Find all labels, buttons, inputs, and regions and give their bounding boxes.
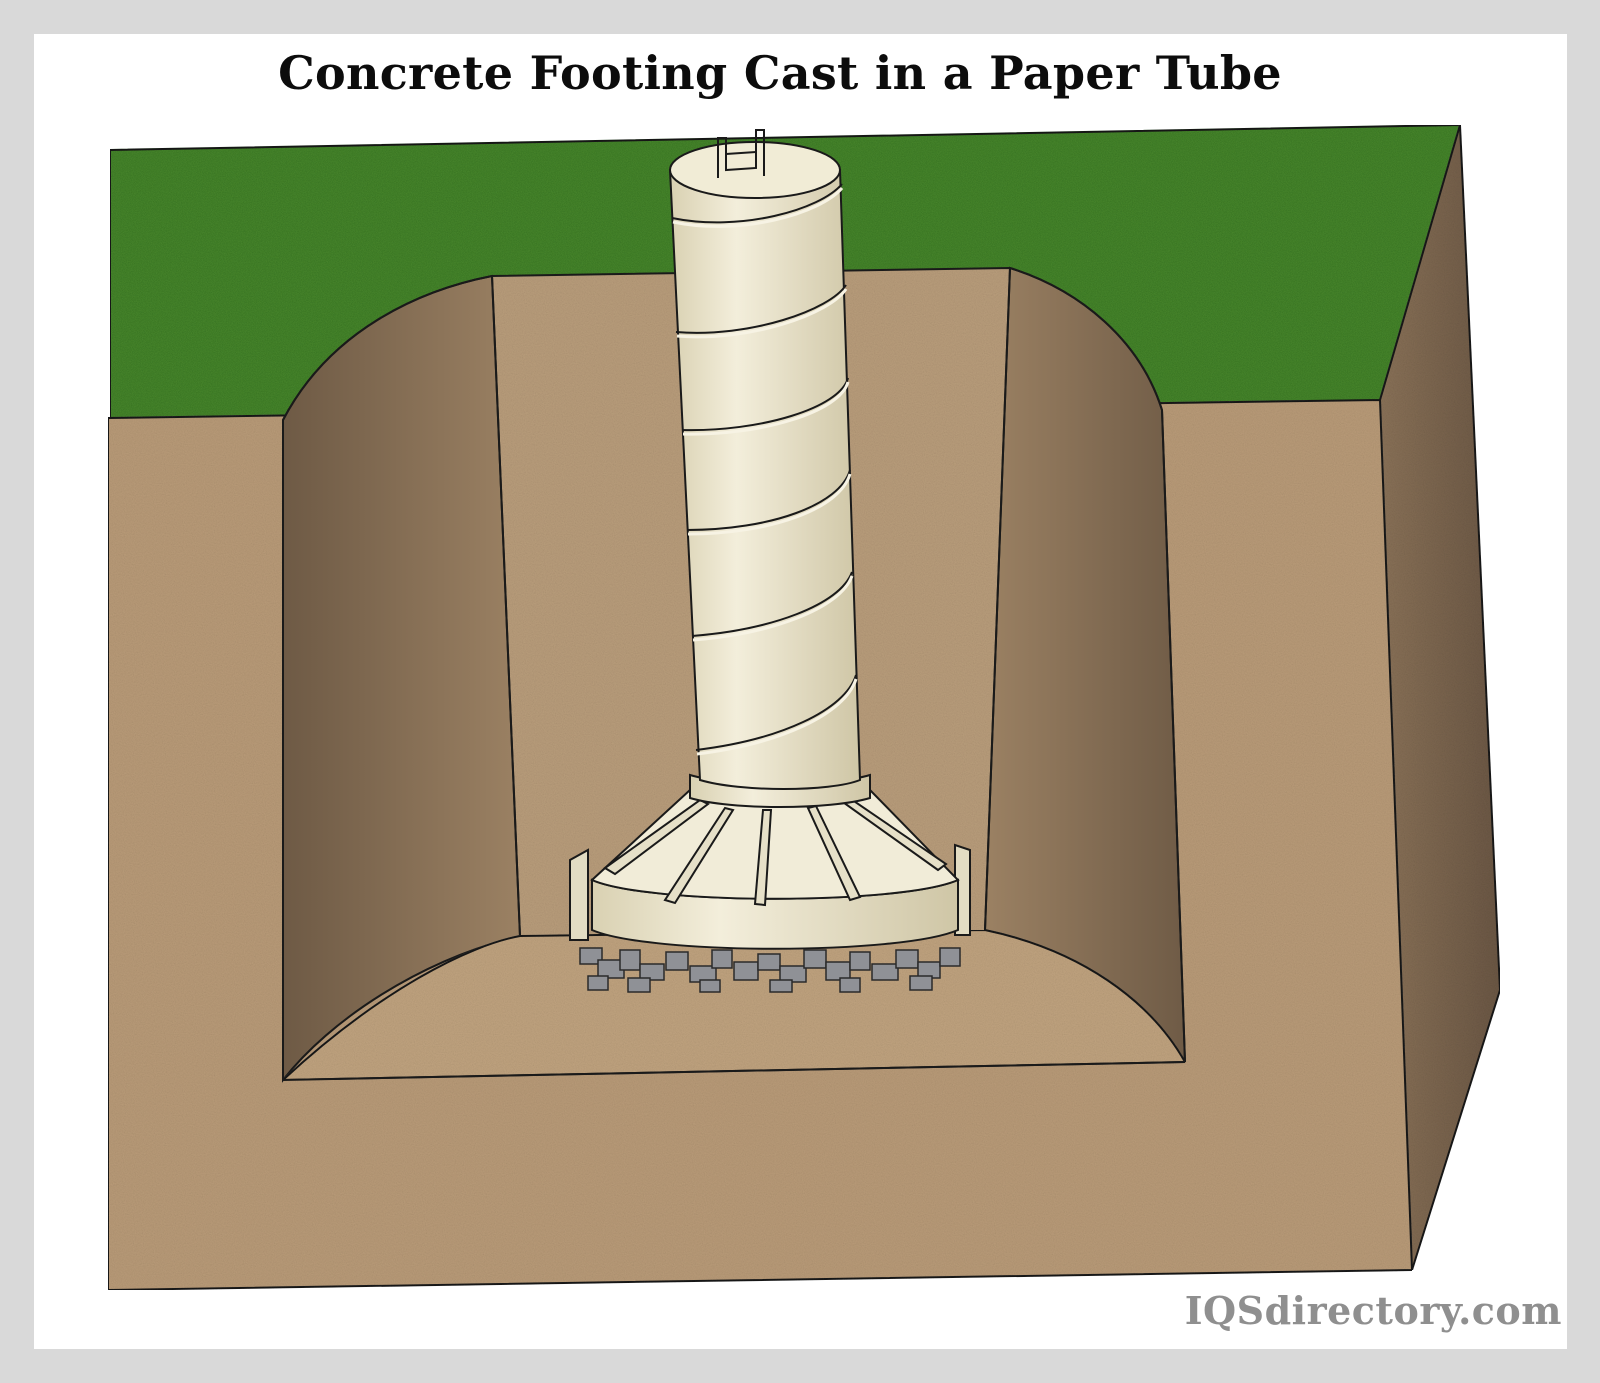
diagram-title: Concrete Footing Cast in a Paper Tube [278, 46, 1282, 100]
watermark-logo: IQSdirectory.com [1184, 1288, 1562, 1333]
excavation-hole [280, 266, 1187, 1083]
gravel-bed [579, 947, 961, 993]
footing-base [569, 773, 971, 950]
rebar-hook-icon [717, 129, 765, 178]
paper-tube [668, 141, 862, 790]
